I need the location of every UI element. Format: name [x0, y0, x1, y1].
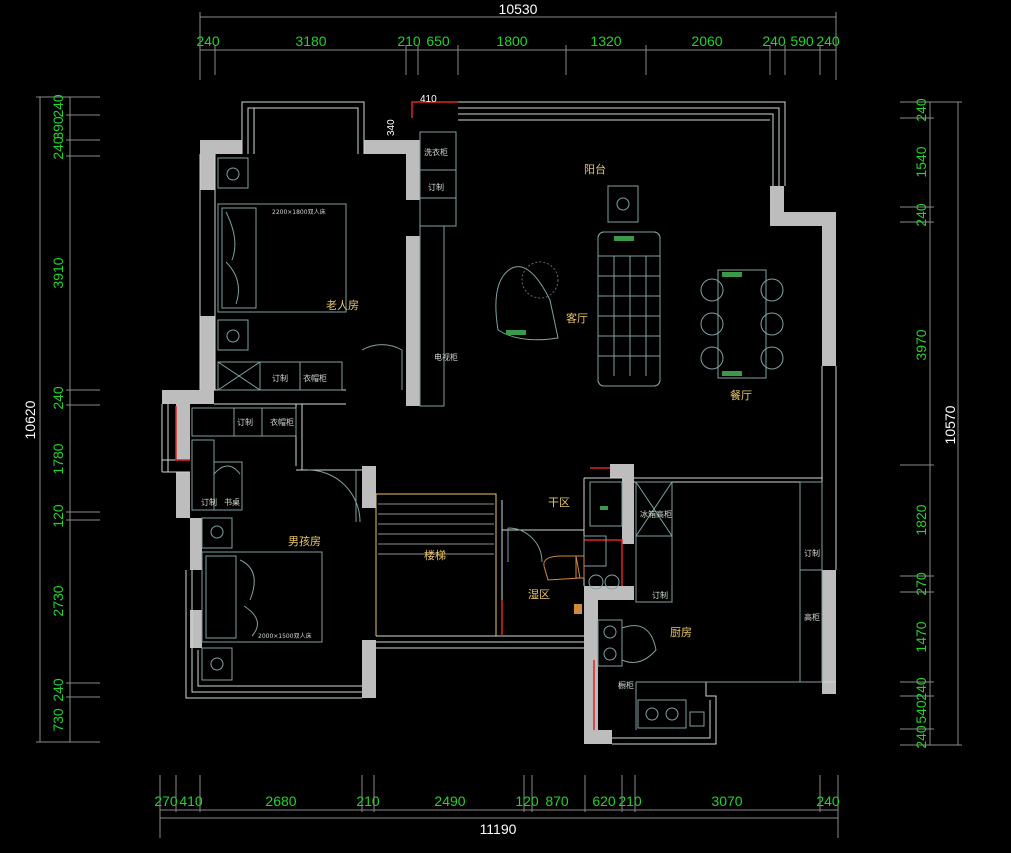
stairs: 楼梯	[375, 493, 497, 636]
dim-left-3: 240	[50, 136, 66, 160]
laundry-custom-label: 订制	[428, 182, 444, 192]
dim-right-6: 270	[913, 572, 929, 596]
dim-right-9: 540	[913, 700, 929, 724]
washer-label: 洗衣柜	[424, 147, 448, 157]
dim-right-7: 1470	[913, 621, 929, 652]
dim-left-6: 1780	[50, 443, 66, 474]
dim-bottom-6: 120	[515, 793, 539, 809]
dim-left-9: 240	[50, 678, 66, 702]
dim-top-7: 2060	[691, 33, 722, 49]
dim-left-10: 730	[50, 708, 66, 732]
room-label-stairs: 楼梯	[424, 548, 446, 562]
bathroom: 干区 湿区	[507, 481, 623, 614]
desk-label: 书桌	[224, 497, 240, 507]
room-label-dining: 餐厅	[730, 388, 752, 402]
room-label-wet: 湿区	[528, 588, 550, 601]
red-markings	[175, 101, 623, 730]
elder-custom-label: 订制	[272, 373, 288, 383]
dim-right-4: 3970	[913, 329, 929, 360]
dim-410: 410	[420, 94, 437, 105]
boy-bed-label: 2000×1500双人床	[258, 632, 312, 640]
dim-bottom-11: 240	[816, 793, 840, 809]
boy-custom-label: 订制	[237, 417, 253, 427]
dim-340: 340	[386, 119, 397, 136]
dim-top-8: 240	[762, 33, 786, 49]
fridge-label: 冰箱高柜	[640, 509, 672, 519]
dim-bottom-7: 870	[545, 793, 569, 809]
boy-wardrobe-label: 衣帽柜	[270, 417, 294, 427]
kitchen-custom-label: 订制	[652, 590, 668, 600]
room-label-balcony: 阳台	[584, 162, 606, 176]
top-dimensions: 10530 240 3180 210 650 1800 1320 2060 24…	[196, 1, 840, 80]
right-dimensions: 240 1540 240 3970 1820 270 1470 240 540 …	[900, 98, 962, 749]
dim-top-3: 210	[397, 33, 421, 49]
tv-cabinet-label: 电视柜	[434, 352, 458, 362]
room-label-boy: 男孩房	[288, 535, 321, 548]
elder-wardrobe-label: 衣帽柜	[303, 373, 327, 383]
dim-top-10: 240	[816, 33, 840, 49]
dim-left-total: 10620	[22, 400, 38, 439]
dim-bottom-total: 11190	[480, 821, 517, 837]
bottom-dimensions: 270 410 2680 210 2490 120 870 620 210 30…	[154, 775, 840, 838]
dim-left-7: 120	[50, 504, 66, 528]
room-label-kitchen: 厨房	[670, 626, 692, 639]
living-room: 阳台 客厅	[495, 162, 661, 387]
dim-left-4: 3910	[50, 257, 66, 288]
dim-bottom-5: 2490	[434, 793, 465, 809]
dim-left-5: 240	[50, 386, 66, 410]
elder-room: 2200×1800双人床 订制 衣帽柜 老人房	[217, 157, 403, 391]
elder-bed-label: 2200×1800双人床	[272, 208, 326, 216]
kitchen: 冰箱高柜 订制 订制 高柜 橱柜 厨房	[597, 481, 823, 730]
boy-custom-label-2: 订制	[201, 497, 217, 507]
dim-bottom-2: 410	[179, 793, 203, 809]
dim-right-1: 240	[913, 98, 929, 122]
dim-right-total: 10570	[942, 405, 958, 444]
dim-right-5: 1820	[913, 504, 929, 535]
laundry-column: 洗衣柜 订制 电视柜	[419, 131, 458, 407]
dim-bottom-8: 620	[592, 793, 616, 809]
dim-bottom-10: 3070	[711, 793, 742, 809]
dim-bottom-9: 210	[618, 793, 642, 809]
dim-top-2: 3180	[295, 33, 326, 49]
dim-right-10: 240	[913, 725, 929, 749]
dim-top-total: 10530	[499, 1, 538, 17]
dim-right-2: 1540	[913, 146, 929, 177]
wall-outlines	[161, 101, 837, 745]
dim-top-9: 590	[790, 33, 814, 49]
room-label-dry: 干区	[548, 496, 570, 509]
dim-bottom-3: 2680	[265, 793, 296, 809]
dim-bottom-4: 210	[356, 793, 380, 809]
dim-top-4: 650	[426, 33, 450, 49]
dim-top-1: 240	[196, 33, 220, 49]
dining-area: 餐厅	[700, 269, 784, 402]
dim-top-5: 1800	[496, 33, 527, 49]
kitchen-right-custom-label: 订制	[804, 548, 820, 558]
structural-walls	[162, 140, 836, 744]
tall-cabinet-label: 高柜	[804, 612, 820, 622]
boy-room: 订制 衣帽柜 订制 书桌 2000×1500双人床 男孩房	[191, 407, 361, 681]
left-dimensions: 240 390 240 3910 240 1780 120 2730 240 7…	[22, 94, 100, 743]
room-label-elder: 老人房	[326, 299, 359, 312]
dim-left-1: 240	[50, 94, 66, 118]
dim-left-2: 390	[50, 116, 66, 140]
dim-right-8: 240	[913, 677, 929, 701]
dim-top-6: 1320	[590, 33, 621, 49]
dim-bottom-1: 270	[154, 793, 178, 809]
room-label-living: 客厅	[566, 311, 588, 325]
dim-right-3: 240	[913, 203, 929, 227]
dim-left-8: 2730	[50, 585, 66, 616]
cabinet-label: 橱柜	[618, 680, 634, 690]
